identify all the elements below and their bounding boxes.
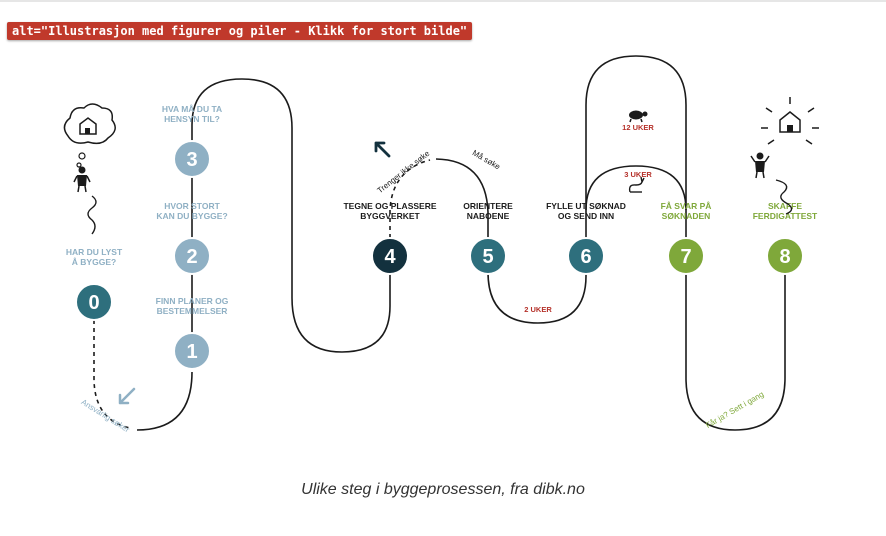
step-5-label-line: NABOENE: [467, 211, 510, 221]
step-2-number: 2: [186, 246, 197, 268]
step-6-circle: [567, 237, 605, 275]
step-1-label-line: BESTEMMELSER: [157, 306, 228, 316]
step-6-label-line: FYLLE UT SØKNAD: [546, 201, 626, 211]
step-3-label-line: HENSYN TIL?: [164, 114, 220, 124]
thought-cloud-house-icon: [63, 103, 116, 168]
step-4-node[interactable]: 4: [371, 237, 409, 275]
step-0-number: 0: [88, 292, 99, 314]
step-4-label-line: BYGGVERKET: [360, 211, 420, 221]
step-4-number: 4: [384, 246, 396, 268]
step-2-circle: [173, 237, 211, 275]
step-8-label-line: FERDIGATTEST: [753, 211, 818, 221]
step-2-label-line: KAN DU BYGGE?: [156, 211, 227, 221]
step-5-number: 5: [482, 246, 493, 268]
step-6-node[interactable]: 6: [567, 237, 605, 275]
step-2-label-line: HVOR STORT: [164, 201, 220, 211]
step-8-label-line: SKAFFE: [768, 201, 802, 211]
annotation-trenger: Trenger ikke søke: [376, 149, 432, 196]
person-icon: [73, 166, 91, 193]
annotation-ma-soke: Må søke: [471, 148, 503, 171]
arrow-down-left-icon: [118, 387, 136, 405]
duration-2-weeks: 2 UKER: [524, 305, 552, 314]
step-7-circle: [667, 237, 705, 275]
step-0-label-line: HAR DU LYST: [66, 247, 123, 257]
step-6-number: 6: [580, 246, 591, 268]
person-icon-end: [750, 152, 770, 179]
annotation-faar-ja: Får ja? Sett i gang: [704, 390, 765, 430]
step-3-number: 3: [186, 149, 197, 171]
step-0-node[interactable]: 0: [75, 283, 113, 321]
path-5-to-6: [487, 258, 587, 324]
path-dashed-start: [93, 320, 131, 429]
path-6-to-7-small: [585, 165, 687, 211]
step-1-number: 1: [186, 341, 197, 363]
turtle-icon: [629, 110, 648, 123]
step-1-label-line: FINN PLANER OG: [156, 296, 229, 306]
rabbit-icon: [628, 176, 645, 193]
squiggle-icon: [87, 195, 97, 235]
step-5-circle: [469, 237, 507, 275]
alt-text-tag: alt="Illustrasjon med figurer og piler -…: [7, 22, 473, 40]
duration-12-weeks: 12 UKER: [622, 123, 654, 132]
step-3-circle: [173, 140, 211, 178]
step-3-label-line: HVA MÅ DU TA: [162, 104, 222, 114]
step-7-label-line: SØKNADEN: [662, 211, 711, 221]
step-8-node[interactable]: 8: [766, 237, 804, 275]
step-2-node[interactable]: 2: [173, 237, 211, 275]
figure-caption: Ulike steg i byggeprosessen, fra dibk.no: [301, 481, 585, 498]
step-7-number: 7: [680, 246, 691, 268]
path-6-to-7-large: [585, 55, 687, 258]
step-0-circle: [75, 283, 113, 321]
step-7-label-line: FÅ SVAR PÅ: [661, 201, 712, 211]
path-4-to-5: [435, 158, 489, 258]
step-3-node[interactable]: 3: [173, 140, 211, 178]
top-divider: [0, 0, 886, 2]
step-7-node[interactable]: 7: [667, 237, 705, 275]
step-0-label-line: Å BYGGE?: [72, 257, 116, 267]
step-1-node[interactable]: 1: [173, 332, 211, 370]
shining-house-icon: [761, 97, 819, 145]
step-8-number: 8: [779, 246, 790, 268]
step-8-circle: [766, 237, 804, 275]
duration-3-weeks: 3 UKER: [624, 170, 652, 179]
step-4-label-line: TEGNE OG PLASSERE: [343, 201, 436, 211]
arrow-up-left-icon: [374, 141, 391, 158]
step-5-label-line: ORIENTERE: [463, 201, 513, 211]
path-7-to-8: [685, 258, 786, 431]
step-5-node[interactable]: 5: [469, 237, 507, 275]
path-loop-top-left: [191, 78, 391, 353]
step-6-label-line: OG SEND INN: [558, 211, 614, 221]
step-1-circle: [173, 332, 211, 370]
squiggle-icon-end: [775, 179, 793, 215]
step-4-circle: [371, 237, 409, 275]
path-dashed-4-to-5: [389, 159, 431, 238]
path-step1-to-start: [136, 371, 193, 431]
